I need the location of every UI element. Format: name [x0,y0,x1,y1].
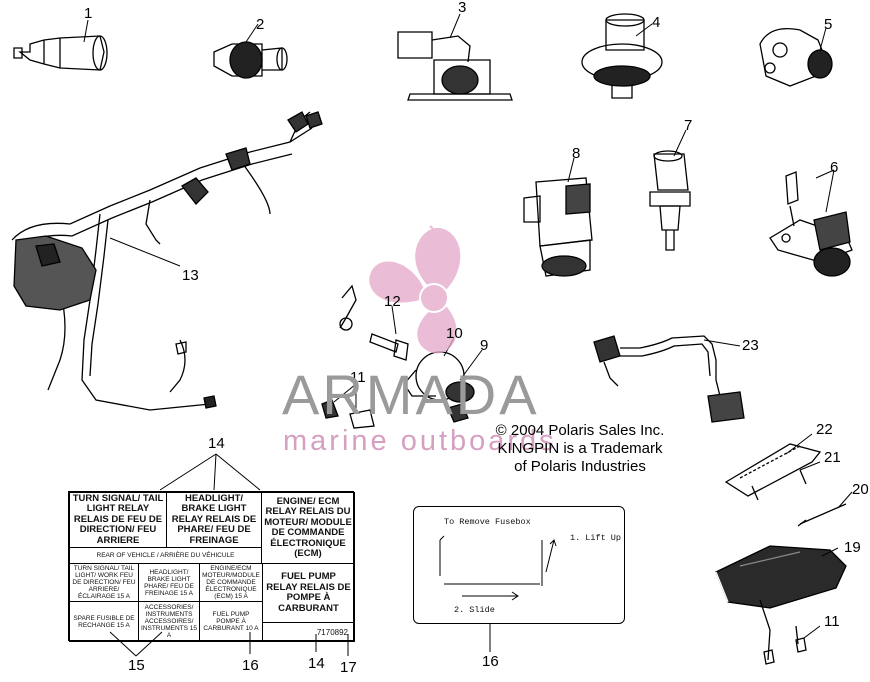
part-10-relay [339,284,475,403]
part-11-screws [321,399,375,429]
fusebox-decal-title: To Remove Fusebox [444,517,531,527]
fusebox-decal-step-2: 2. Slide [454,605,495,615]
part-7-temperature-sensor [649,150,691,251]
part-2-sensor [213,41,288,79]
callout-14a: 14 [208,435,225,452]
decal-fuse-2: HEADLIGHT/ BRAKE LIGHT PHARE/ FEU DE FRE… [138,563,200,602]
fusebox-removal-decal: To Remove Fusebox 1. Lift Up 2. Slide [413,506,625,624]
part-1-sensor [13,35,108,71]
part-19-fuse-box [715,545,847,665]
fusebox-decal-step-1: 1. Lift Up [570,533,622,543]
callout-numbers: 1 2 3 4 5 6 7 8 9 10 11 11 12 13 14 14 1… [84,0,869,676]
callout-5: 5 [824,16,832,33]
part-21-screw [751,469,807,501]
callout-10: 10 [446,325,463,342]
callout-14b: 14 [308,655,325,672]
callout-4: 4 [652,14,660,31]
part-3-actuator [397,31,513,101]
decal-fuel-pump-relay: FUEL PUMP RELAY RELAIS DE POMPE À CARBUR… [262,563,355,623]
copyright-line-1: © 2004 Polaris Sales Inc. [495,422,665,439]
copyright-notice: © 2004 Polaris Sales Inc. KINGPIN is a T… [480,422,680,476]
part-23-harness [593,335,745,423]
callout-1: 1 [84,5,92,22]
part-13-wiring-harness [11,111,323,411]
copyright-line-2: KINGPIN is a Trademark [497,440,663,457]
decal-fuse-1: TURN SIGNAL/ TAIL LIGHT/ WORK FEU DE DIR… [69,563,139,602]
decal-part-number: 7170892 [262,622,355,642]
copyright-line-3: of Polaris Industries [514,458,646,475]
decal-engine-relay: ENGINE/ ECM RELAY RELAIS DU MOTEUR/ MODU… [261,492,355,564]
fusebox-decal-drawing [439,535,557,601]
part-12-bolt [369,333,409,361]
leader-lines [83,13,853,657]
watermark-subtitle: marine outboards [283,425,557,457]
callout-20: 20 [852,481,869,498]
callout-9: 9 [480,337,488,354]
callout-8: 8 [572,145,580,162]
part-6-speed-sensor [769,171,853,277]
callout-6: 6 [830,159,838,176]
part-22-cover [724,443,822,497]
part-9-washer [447,403,469,423]
callout-16a: 16 [242,657,259,674]
callout-19: 19 [844,539,861,556]
decal-headlight-relay: HEADLIGHT/ BRAKE LIGHT RELAY RELAIS DE P… [166,492,262,548]
callout-17: 17 [340,659,357,676]
watermark-propeller-icon [369,225,461,354]
decal-rear-note: REAR OF VEHICLE / ARRIÈRE DU VÉHICULE [69,547,262,564]
callout-11a: 11 [350,369,366,386]
decal-fuse-6: FUEL PUMP POMPE À CARBURANT 10 A [199,601,263,642]
decal-fuse-5: ACCESSORIES/ INSTRUMENTS ACCESSOIRES/ IN… [138,601,200,642]
decal-fuse-4: SPARE FUSIBLE DE RECHANGE 15 A [69,601,139,642]
callout-7: 7 [684,117,692,134]
callout-12: 12 [384,293,401,310]
relay-fuse-decal: TURN SIGNAL/ TAIL LIGHT RELAY RELAIS DE … [68,491,355,642]
callout-23: 23 [742,337,759,354]
part-5-position-sensor [759,27,833,87]
watermark-title: ARMADA [282,363,540,426]
callout-2: 2 [256,16,264,33]
decal-fuse-3: ENGINE/ECM MOTEUR/MODULE DE COMMANDE ÉLE… [199,563,263,602]
callout-13: 13 [182,267,199,284]
decal-turn-signal-relay: TURN SIGNAL/ TAIL LIGHT RELAY RELAIS DE … [69,492,167,548]
callout-21: 21 [824,449,841,466]
callout-15: 15 [128,657,145,674]
part-8-sensor-assembly [523,177,593,277]
callout-11b: 11 [824,613,840,630]
callout-3: 3 [458,0,466,16]
callout-16b: 16 [482,653,499,670]
callout-22: 22 [816,421,833,438]
part-4-pressure-sensor [581,13,663,99]
